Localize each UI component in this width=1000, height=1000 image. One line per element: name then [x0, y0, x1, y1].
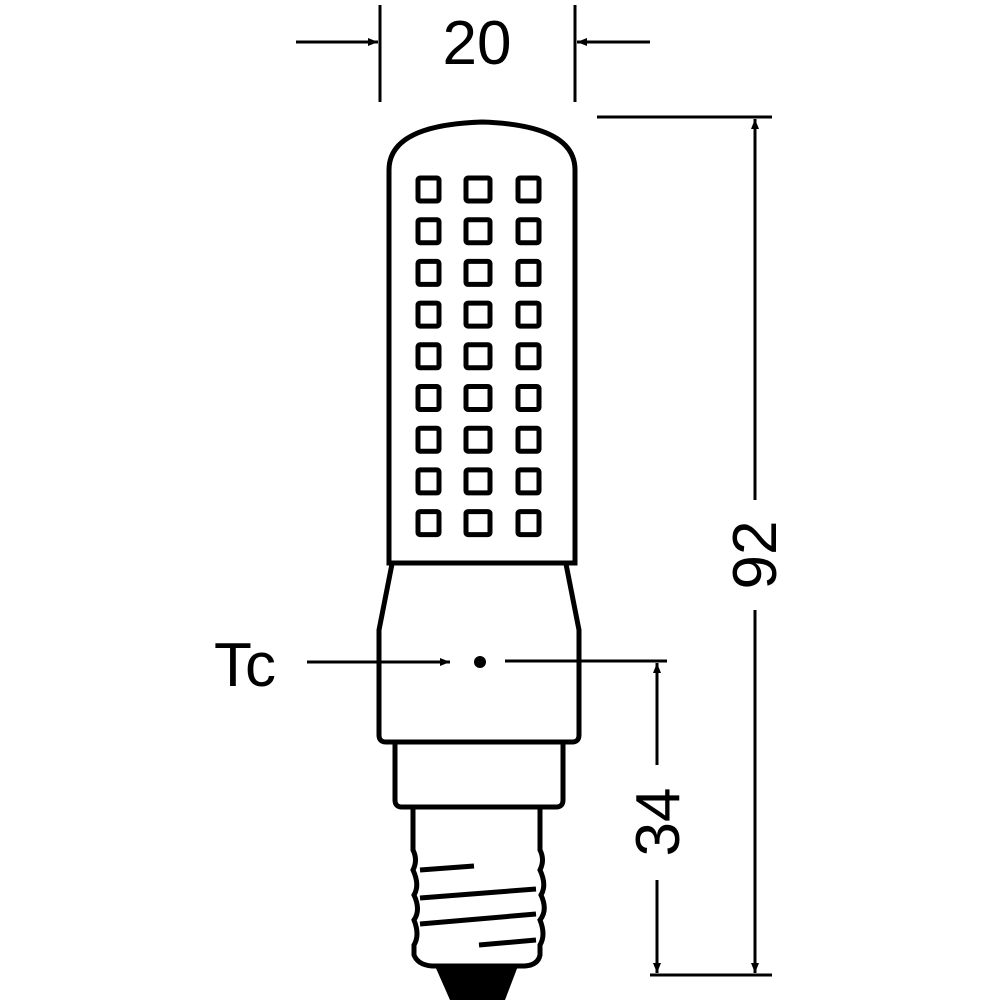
led-chip	[515, 217, 542, 246]
led-chip	[415, 217, 442, 246]
bulb-body	[386, 119, 578, 566]
led-chip	[415, 425, 442, 454]
led-chip	[463, 300, 493, 329]
thread-line	[478, 937, 537, 948]
tc-height-label: 34	[624, 788, 693, 857]
led-chip	[463, 467, 493, 496]
led-chip	[415, 175, 442, 204]
thread-line	[419, 863, 475, 873]
tc-label: Tc	[214, 631, 276, 700]
led-chip	[515, 342, 542, 371]
thread-line	[419, 911, 537, 927]
width-label: 20	[443, 9, 512, 78]
led-chip	[463, 509, 493, 538]
height-label: 92	[721, 521, 790, 590]
led-chip	[415, 258, 442, 287]
led-chip	[515, 467, 542, 496]
led-chip	[463, 342, 493, 371]
led-chip	[515, 258, 542, 287]
led-chip	[515, 300, 542, 329]
led-grid	[415, 175, 542, 538]
led-chip	[415, 342, 442, 371]
led-chip	[415, 300, 442, 329]
led-chip	[415, 384, 442, 412]
led-chip	[515, 425, 542, 454]
led-chip	[463, 258, 493, 287]
bulb-neck	[376, 563, 582, 745]
led-chip	[463, 217, 493, 246]
tc-point	[474, 656, 486, 668]
base-contact	[435, 966, 518, 1000]
thread-line	[419, 886, 537, 901]
led-chip	[515, 509, 542, 538]
led-chip	[415, 509, 442, 538]
base-collar	[392, 743, 566, 810]
led-chip	[463, 425, 493, 454]
led-chip	[515, 384, 542, 412]
led-chip	[415, 467, 442, 496]
led-chip	[515, 175, 542, 204]
led-chip	[463, 384, 493, 412]
led-chip	[463, 175, 493, 204]
